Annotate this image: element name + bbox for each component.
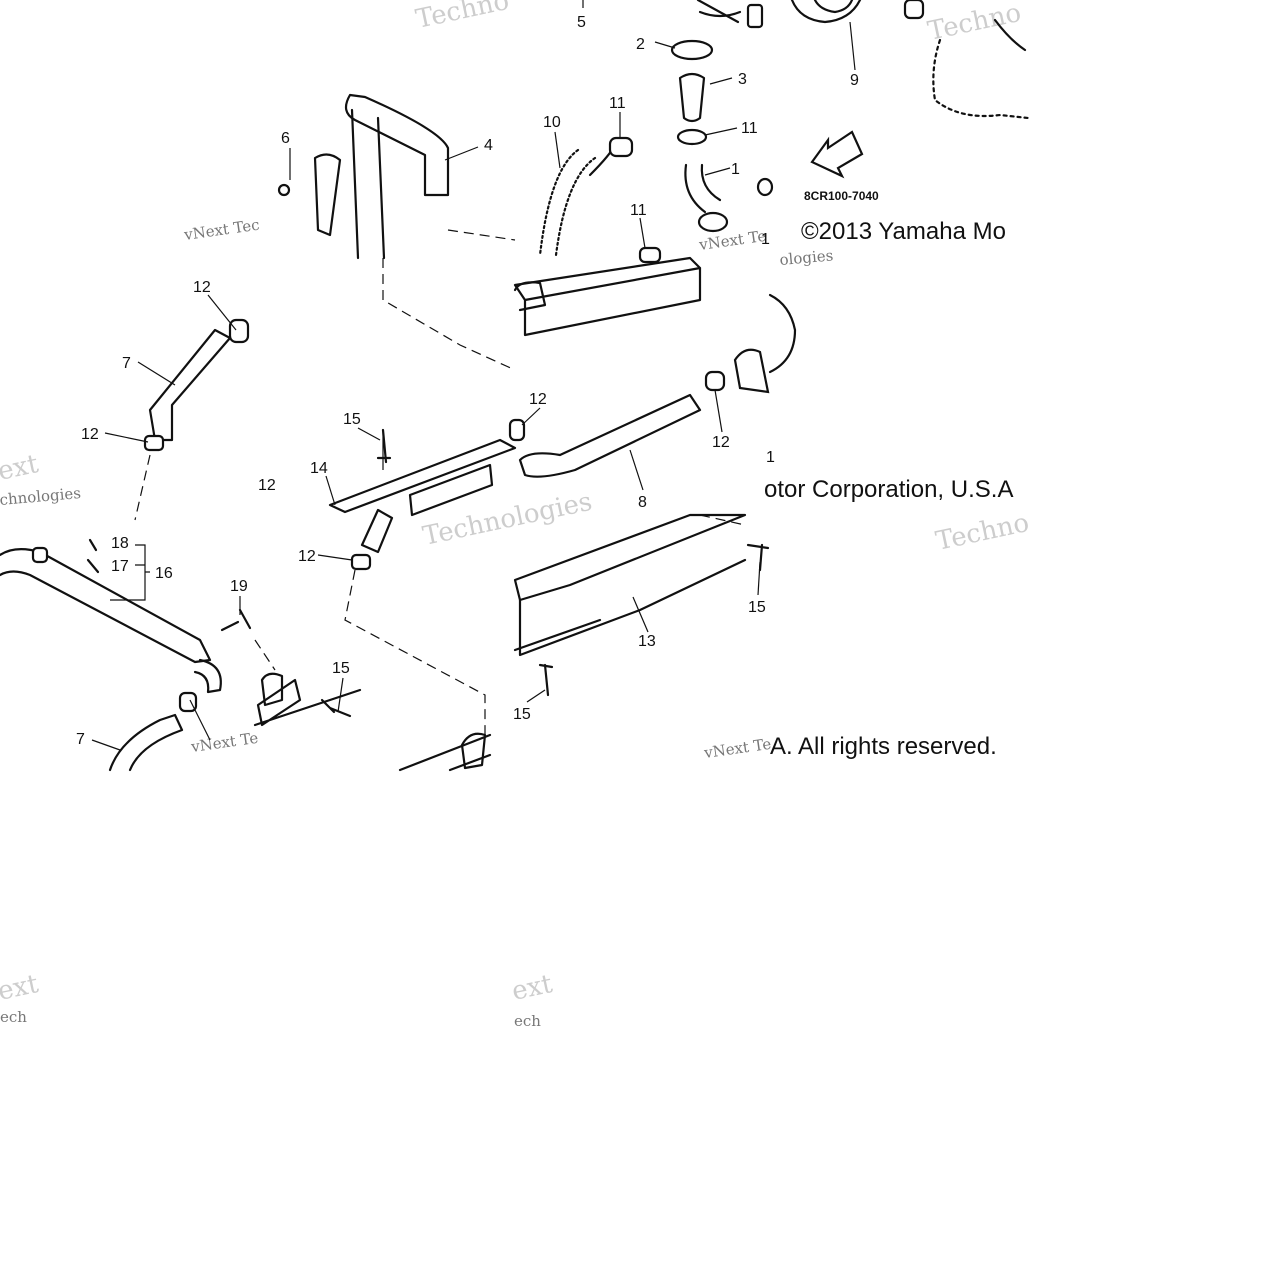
watermark: chnologies xyxy=(0,484,82,509)
leader-lines xyxy=(91,0,856,751)
copyright-line-2: otor Corporation, U.S.A xyxy=(764,476,1014,503)
callout-7: 7 xyxy=(122,355,131,372)
watermark: ext xyxy=(0,969,42,1007)
callout-18: 18 xyxy=(111,535,129,552)
callouts: 5 2 3 9 6 4 10 11 11 1 11 12 7 12 15 14 … xyxy=(76,14,859,748)
callout-5: 5 xyxy=(577,14,586,31)
callout-9: 9 xyxy=(850,72,859,89)
callout-11: 11 xyxy=(741,120,758,137)
watermark: ologies xyxy=(779,246,834,269)
callout-1: 1 xyxy=(761,231,770,248)
callout-8: 8 xyxy=(638,494,647,511)
watermark: Technologies xyxy=(420,487,595,552)
callout-15: 15 xyxy=(332,660,350,677)
watermark: Techno xyxy=(933,508,1032,557)
callout-11: 11 xyxy=(609,95,626,112)
callout-13: 13 xyxy=(638,633,656,650)
callout-10: 10 xyxy=(543,114,561,131)
watermark: Techno xyxy=(413,0,512,35)
cap-shape xyxy=(670,39,714,61)
callout-1: 1 xyxy=(731,161,740,178)
callout-14: 14 xyxy=(310,460,328,477)
callout-16: 16 xyxy=(155,565,173,582)
watermark: vNext Te xyxy=(702,735,772,762)
callout-12: 12 xyxy=(81,426,99,443)
callout-19: 19 xyxy=(230,578,248,595)
callout-15: 15 xyxy=(343,411,361,428)
watermark: ext xyxy=(0,449,42,487)
fwd-arrow-icon xyxy=(810,130,864,179)
callout-12: 12 xyxy=(298,548,316,565)
parts xyxy=(0,0,1030,772)
callout-15: 15 xyxy=(748,599,766,616)
clamp-shape xyxy=(746,3,764,29)
callout-2: 2 xyxy=(636,36,645,53)
callout-12: 12 xyxy=(258,477,276,494)
watermark: vNext Te xyxy=(189,729,259,756)
callout-7: 7 xyxy=(76,731,85,748)
callout-15: 15 xyxy=(513,706,531,723)
callout-11: 11 xyxy=(630,202,647,219)
callout-1: 1 xyxy=(766,449,775,466)
callout-12: 12 xyxy=(529,391,547,408)
callout-6: 6 xyxy=(281,130,290,147)
watermarks: Techno Techno vNext Tec vNext Te ologies… xyxy=(0,0,1032,1030)
callout-12: 12 xyxy=(712,434,730,451)
callout-4: 4 xyxy=(484,137,493,154)
watermark: vNext Tec xyxy=(182,216,261,245)
drawing-code: 8CR100-7040 xyxy=(804,189,879,203)
callout-17: 17 xyxy=(111,558,129,575)
watermark: ech xyxy=(514,1012,541,1030)
copyright-line-1: ©2013 Yamaha Mo xyxy=(801,218,1006,245)
watermark: ech xyxy=(0,1008,27,1026)
callout-3: 3 xyxy=(738,71,747,88)
callout-12: 12 xyxy=(193,279,211,296)
copyright-line-3: A. All rights reserved. xyxy=(770,733,997,760)
watermark: ext xyxy=(509,969,555,1007)
